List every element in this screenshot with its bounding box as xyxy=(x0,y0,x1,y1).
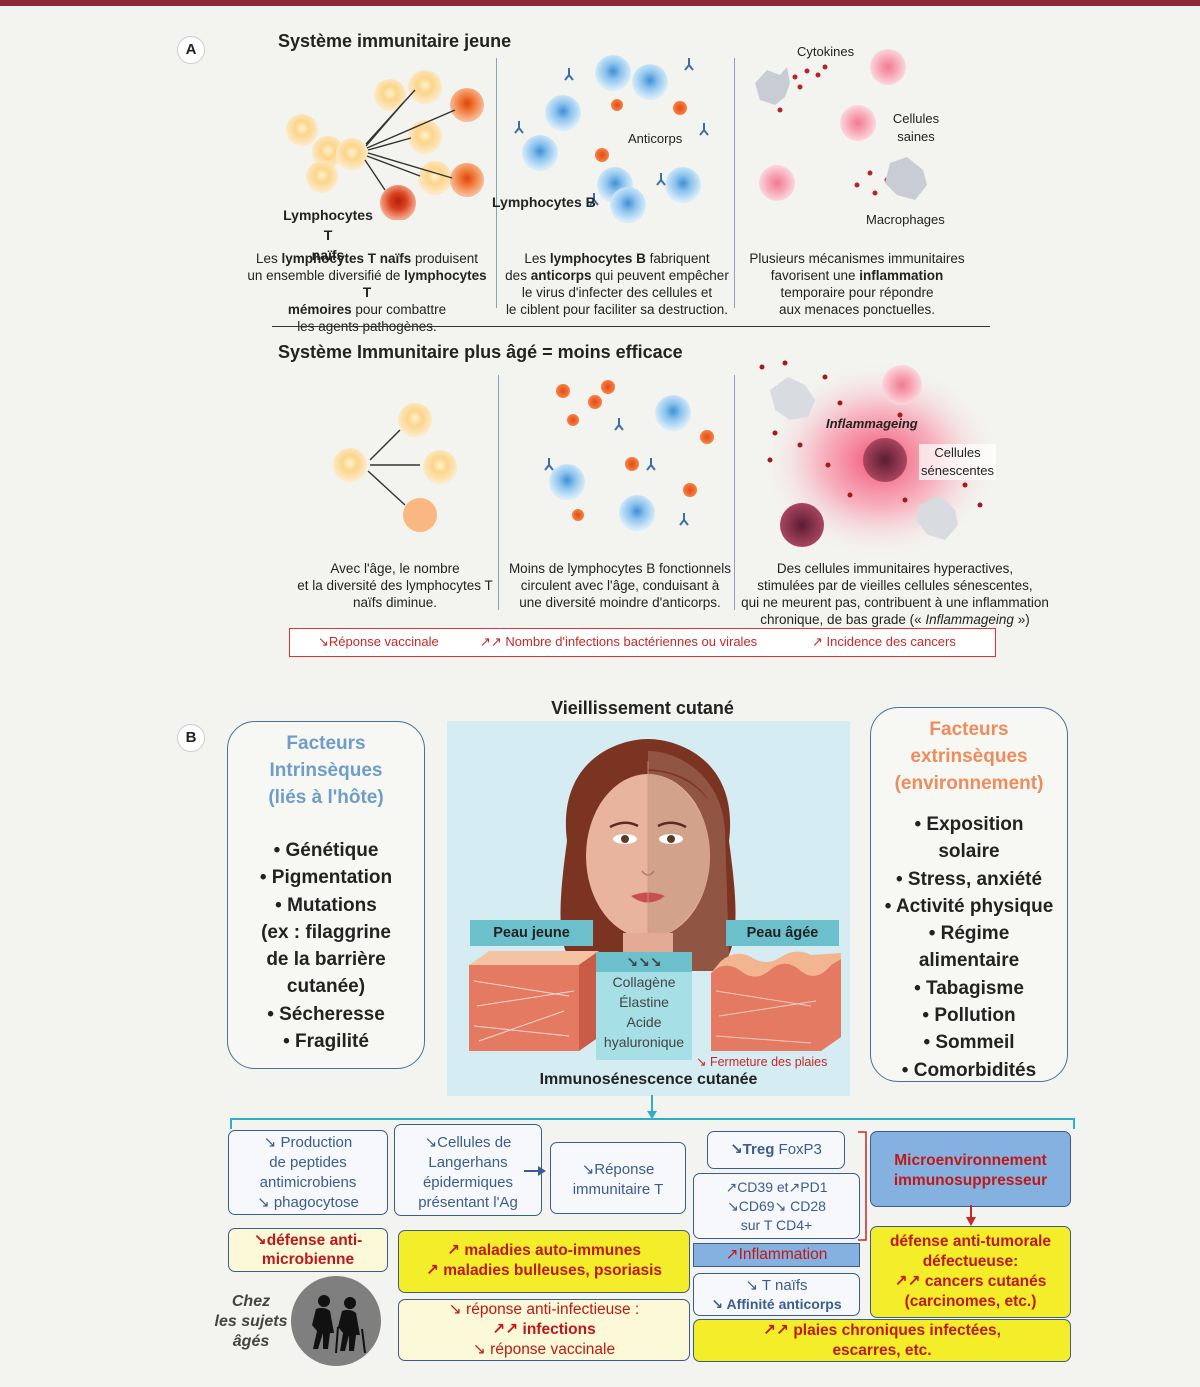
extrinsic-item: • Régime xyxy=(928,923,1010,945)
intrinsic-item: (ex : filaggrine xyxy=(261,921,391,943)
young-skin-label: Peau jeune xyxy=(470,920,593,946)
aging-effects-box: ↘Réponse vaccinale ↗↗ Nombre d'infection… xyxy=(289,628,996,657)
anti-infectious-box: ↘ réponse anti-infectieuse : ↗↗ infectio… xyxy=(398,1299,690,1361)
extrinsic-item: • Exposition xyxy=(914,814,1024,835)
extrinsic-list: • Exposition solaire • Stress, anxiété •… xyxy=(871,811,1067,1084)
intrinsic-list: • Génétique • Pigmentation • Mutations (… xyxy=(228,837,424,1055)
autoimmune-box: ↗ maladies auto-immunes↗ maladies bulleu… xyxy=(398,1230,690,1293)
naive-t-box: ↘ T naïfs↘ Affinité anticorps xyxy=(693,1273,860,1316)
old-system-title: Système Immunitaire plus âgé = moins eff… xyxy=(278,342,683,362)
vaccine-response-effect: ↘Réponse vaccinale xyxy=(318,634,439,649)
b-cells-illustration xyxy=(514,55,709,223)
macrophages-label: Macrophages xyxy=(866,212,945,227)
cancer-effect: ↗ Incidence des cancers xyxy=(812,634,956,649)
intrinsic-item: • Pigmentation xyxy=(259,867,393,889)
wound-closure-label: ↘ Fermeture des plaies xyxy=(696,1055,828,1069)
inflammageing-illustration xyxy=(759,360,1000,560)
extrinsic-item: • Stress, anxiété xyxy=(895,868,1043,890)
panel-a-letter: A xyxy=(177,36,205,64)
section-separator xyxy=(272,326,990,327)
treg-box: ↘Treg FoxP3 xyxy=(707,1131,845,1169)
extrinsic-item: alimentaire xyxy=(918,950,1020,972)
extrinsic-item: • Tabagisme xyxy=(914,977,1024,999)
divider xyxy=(496,58,497,308)
cytokines-label: Cytokines xyxy=(797,44,855,59)
inflammageing-label: Inflammageing xyxy=(826,416,918,431)
cutaneous-immunosenescence-title: Immunosénescence cutanée xyxy=(539,1071,758,1088)
intrinsic-item: • Sécheresse xyxy=(267,1003,385,1025)
old-inflammation-caption: Des cellules immunitaires hyperactives,s… xyxy=(741,561,1049,627)
panel-b-letter: B xyxy=(177,724,205,752)
group-bracket xyxy=(858,1131,867,1241)
intrinsic-item: • Génétique xyxy=(273,840,379,861)
old-b-cells-illustration xyxy=(544,380,714,531)
top-border xyxy=(0,0,1200,6)
chronic-wounds-box: ↗↗ plaies chroniques infectées,escarres,… xyxy=(693,1319,1071,1362)
divider xyxy=(498,375,499,610)
old-t-cells-illustration xyxy=(333,403,457,532)
intrinsic-item: de la barrière xyxy=(266,949,386,971)
intrinsic-item: cutanée) xyxy=(286,976,366,998)
divider xyxy=(734,58,735,308)
antimicrobial-defense-box: ↘défense anti-microbienne xyxy=(228,1228,388,1272)
b-cells-label: Lymphocytes B xyxy=(492,194,596,210)
intrinsic-item: • Mutations xyxy=(275,894,377,916)
divider xyxy=(734,375,735,610)
down-arrow-icon xyxy=(966,1205,976,1226)
old-skin-label: Peau âgée xyxy=(726,920,839,946)
elderly-couple-icon xyxy=(291,1276,381,1366)
young-t-caption: Les lymphocytes T naïfs produisent un en… xyxy=(247,251,487,334)
old-skin-illustration xyxy=(711,951,841,1051)
skin-aging-title: Vieillissement cutané xyxy=(551,698,734,718)
naive-t-cells-illustration xyxy=(286,70,484,220)
face-illustration xyxy=(560,739,736,971)
antibody-label: Anticorps xyxy=(628,131,683,146)
extrinsic-item: solaire xyxy=(938,841,1000,863)
arrow-icon xyxy=(524,1166,546,1176)
intrinsic-item: • Fragilité xyxy=(283,1031,369,1053)
extrinsic-item: • Pollution xyxy=(922,1005,1016,1027)
infections-effect: ↗↗ Nombre d'infections bactériennes ou v… xyxy=(480,634,758,649)
bracket-connector xyxy=(230,1095,1075,1129)
inflammation-box: ↗Inflammation xyxy=(693,1243,860,1267)
young-b-caption: Les lymphocytes B fabriquent des anticor… xyxy=(505,251,729,317)
extrinsic-item: • Activité physique xyxy=(884,895,1054,917)
young-system-title: Système immunitaire jeune xyxy=(278,31,512,51)
inflammation-young-illustration xyxy=(755,49,927,201)
young-inflammation-caption: Plusieurs mécanismes immunitaires favori… xyxy=(749,251,965,317)
extrinsic-item: • Comorbidités xyxy=(901,1059,1037,1081)
young-skin-illustration xyxy=(469,951,599,1051)
extrinsic-item: • Sommeil xyxy=(923,1032,1015,1054)
